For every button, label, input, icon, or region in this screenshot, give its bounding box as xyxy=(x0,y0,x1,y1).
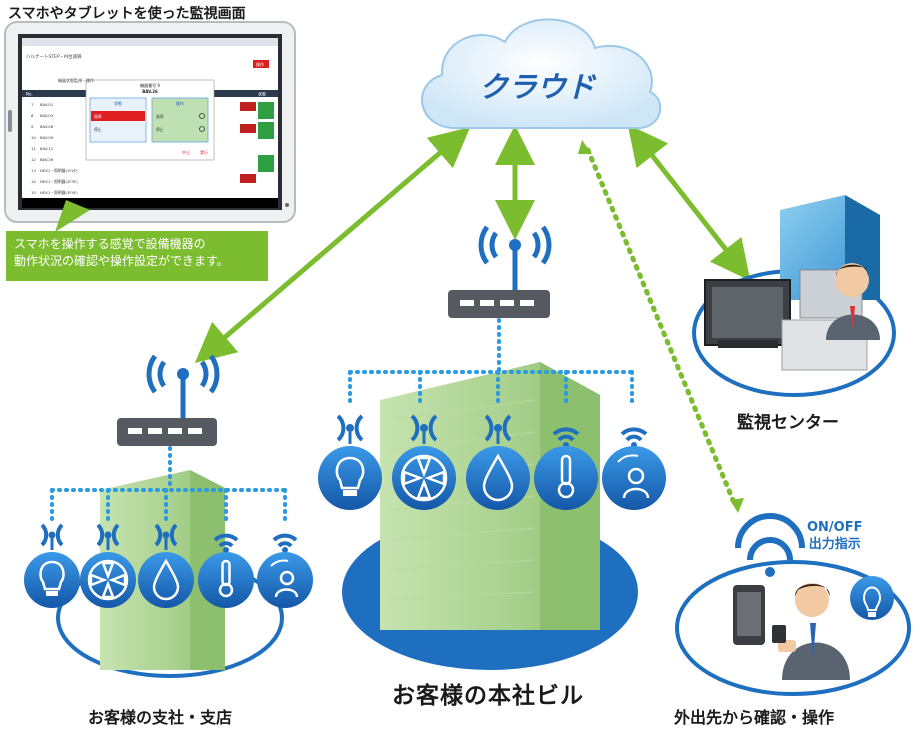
row-no: 8 xyxy=(31,113,34,118)
row-name[interactable]: BAV.09 xyxy=(40,135,54,140)
row-no: 14 xyxy=(31,179,36,184)
tablet-caption: スマホを操作する感覚で設備機器の 動作状況の確認や操作設定ができます。 xyxy=(6,231,268,281)
remote-label: 外出先から確認・操作 xyxy=(674,708,835,727)
screen-rows: 7 BAV.01 8 BAV.03 9 BAV.06 10 BAV.09 11 … xyxy=(31,102,78,195)
hq-fan-icon xyxy=(392,414,456,510)
onoff-instruction-label: ON/OFF 出力指示 xyxy=(807,520,863,552)
screen-dialog: 機器番号 9 BAV.26 状態 操作 発停 停止 発停 停止 中止 実行 xyxy=(94,82,208,155)
branch-lightbulb-icon xyxy=(24,523,80,608)
row-no: 7 xyxy=(31,102,34,107)
branch-device-icons xyxy=(24,523,313,608)
row-name[interactable]: HEX1・照明器(2F3F) xyxy=(40,179,78,184)
arrow-cloud-center xyxy=(627,124,751,281)
branch-water-drop-icon xyxy=(138,523,194,608)
dialog-col-status: 状態 xyxy=(114,100,122,106)
dialog-ok-button[interactable]: 実行 xyxy=(200,149,208,155)
hq-lightbulb-icon xyxy=(318,414,382,510)
dialog-status-on: 発停 xyxy=(94,114,102,119)
row-no: 11 xyxy=(31,146,36,151)
monitoring-center-label: 監視センター xyxy=(737,413,839,433)
row-name[interactable]: BAV.01 xyxy=(40,102,54,107)
dialog-status-off: 停止 xyxy=(94,127,102,132)
branch-person-sensor-icon xyxy=(257,533,313,608)
row-name[interactable]: HEX1・照明器(3F4F) xyxy=(40,190,78,195)
branch-fan-icon xyxy=(80,523,136,608)
tablet-device xyxy=(4,21,296,232)
row-name[interactable]: BAV.03 xyxy=(40,113,54,118)
hq-water-drop-icon xyxy=(466,414,530,510)
tablet-screen: ハルゲートSTEP・M台遠隔 操作 機器状態監視・操作 No. 状態 7 BAV… xyxy=(26,53,266,195)
dialog-subtitle: BAV.26 xyxy=(142,89,158,94)
arrow-cloud-remote xyxy=(585,147,738,508)
dialog-col-operation: 操作 xyxy=(176,100,184,106)
monitoring-center xyxy=(692,195,896,397)
hq-label: お客様の本社ビル xyxy=(392,683,584,709)
branch-router xyxy=(117,354,220,446)
cloud-label: クラウド xyxy=(479,70,597,104)
tablet-title: スマホやタブレットを使った監視画面 xyxy=(8,6,246,22)
dialog-op-off[interactable]: 停止 xyxy=(156,127,164,132)
arrow-head-remote-bottom xyxy=(730,498,744,513)
branch-thermometer-icon xyxy=(198,533,254,608)
cloud-connection-arrows xyxy=(194,124,751,513)
row-no: 13 xyxy=(31,168,36,173)
caption-line-1: スマホを操作する感覚で設備機器の xyxy=(14,237,206,251)
screen-column-no: No. xyxy=(26,92,33,97)
dialog-op-on[interactable]: 発停 xyxy=(156,114,164,119)
row-no: 15 xyxy=(31,190,36,195)
row-no: 12 xyxy=(31,157,36,162)
screen-app-title: ハルゲートSTEP・M台遠隔 xyxy=(26,53,82,60)
cloud-icon xyxy=(421,18,662,130)
hq-building xyxy=(342,362,638,670)
branch-label: お客様の支社・支店 xyxy=(88,708,233,727)
branch-dotted-links xyxy=(50,446,287,522)
screen-header-button[interactable]: 操作 xyxy=(256,61,264,67)
hq-thermometer-icon xyxy=(534,427,598,510)
hq-router xyxy=(448,225,552,318)
arrow-cloud-branch xyxy=(194,126,471,364)
dialog-title: 機器番号 9 xyxy=(140,82,160,88)
row-name[interactable]: BAV.12 xyxy=(40,146,54,151)
hq-dotted-links xyxy=(348,318,634,407)
caption-line-2: 動作状況の確認や操作設定ができます。 xyxy=(14,254,229,268)
row-name[interactable]: HEX1・照明器(1F2F) xyxy=(40,168,78,173)
row-name[interactable]: BAV.26 xyxy=(40,157,54,162)
row-name[interactable]: BAV.06 xyxy=(40,124,54,129)
screen-subheader: 機器状態監視・操作 xyxy=(58,77,94,83)
remote-operation xyxy=(675,513,911,696)
hq-device-icons xyxy=(318,414,666,510)
screen-column-status: 状態 xyxy=(258,91,266,97)
arrow-head-remote-top xyxy=(578,140,592,154)
dialog-cancel-button[interactable]: 中止 xyxy=(182,149,190,155)
hq-person-sensor-icon xyxy=(602,427,666,510)
row-no: 10 xyxy=(31,135,36,140)
row-no: 9 xyxy=(31,124,34,129)
